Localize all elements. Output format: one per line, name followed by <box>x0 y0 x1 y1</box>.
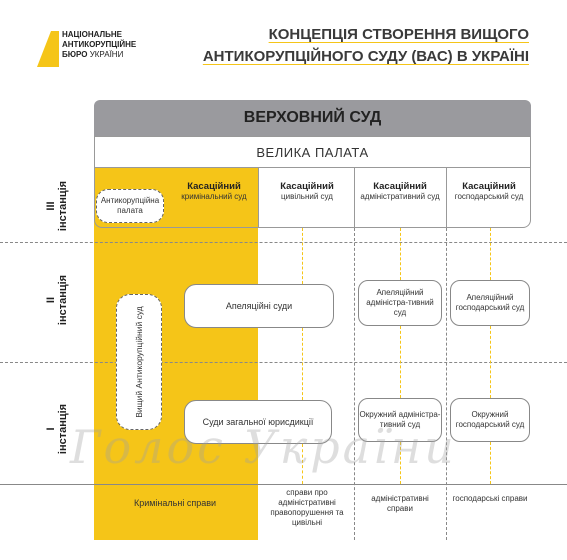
instance-separator <box>0 362 567 363</box>
district-commercial-court: Окружний господарський суд <box>450 398 530 442</box>
connector-line <box>400 228 401 280</box>
page-title: КОНЦЕПЦІЯ СТВОРЕННЯ ВИЩОГО АНТИКОРУПЦІЙН… <box>203 24 529 68</box>
column-separator <box>354 228 355 540</box>
appeal-admin-court: Апеляційний адміністра-тивний суд <box>358 280 442 326</box>
general-jurisdiction-courts: Суди загальної юрисдикції <box>184 400 332 444</box>
cassation-civil: Касаційний цивільний суд <box>262 182 352 202</box>
cassation-criminal-title: Касаційний <box>187 181 241 192</box>
cassation-commercial-title: Касаційний <box>462 181 516 192</box>
connector-line <box>400 442 401 484</box>
appeal-commercial-court: Апеляційний господарський суд <box>450 280 530 326</box>
title-line-1: КОНЦЕПЦІЯ СТВОРЕННЯ ВИЩОГО <box>268 26 529 43</box>
cassation-row <box>94 168 531 228</box>
logo-line-1: НАЦІОНАЛЬНЕ <box>62 30 122 39</box>
instance-label-second: II інстанція <box>45 274 69 326</box>
connector-line <box>302 444 303 484</box>
connector-line <box>302 328 303 400</box>
connector-line <box>302 228 303 284</box>
anticorruption-chamber-label: Антикорупційна палата <box>100 196 160 215</box>
appeal-courts-general: Апеляційні суди <box>184 284 334 328</box>
case-type-admin: адміністративні справи <box>371 494 429 513</box>
title-line-2: АНТИКОРУПЦІЙНОГО СУДУ (ВАС) В УКРАЇНІ <box>202 48 529 65</box>
logo-line-2: АНТИКОРУПЦІЙНЕ <box>62 40 137 49</box>
case-type-criminal: Кримінальні справи <box>133 498 217 508</box>
instance-separator <box>0 242 567 243</box>
cassation-divider <box>446 168 447 228</box>
cassation-commercial-sub: господарський суд <box>454 192 524 201</box>
column-separator <box>446 228 447 540</box>
cassation-admin-title: Касаційний <box>373 181 427 192</box>
cassation-criminal: Касаційний кримінальний суд <box>172 182 256 202</box>
connector-line <box>490 442 491 484</box>
logo-text: НАЦІОНАЛЬНЕ АНТИКОРУПЦІЙНЕ БЮРО УКРАЇНИ <box>62 30 136 60</box>
case-type-civil: справи про адміністративні правопорушенн… <box>270 488 344 527</box>
connector-line <box>490 228 491 280</box>
logo-line-3: БЮРО УКРАЇНИ <box>62 50 124 59</box>
cassation-civil-title: Касаційний <box>280 181 334 192</box>
baseline-separator <box>0 484 567 485</box>
connector-line <box>400 326 401 398</box>
higher-anticorruption-court-label: Вищий Антикорупційний суд <box>134 306 145 418</box>
cassation-divider <box>354 168 355 228</box>
cassation-divider <box>258 168 259 228</box>
cassation-commercial: Касаційний господарський суд <box>448 182 530 202</box>
higher-anticorruption-court: Вищий Антикорупційний суд <box>116 294 162 430</box>
watermark: Голос України <box>70 420 457 474</box>
anticorruption-chamber: Антикорупційна палата <box>96 189 164 223</box>
connector-line <box>490 326 491 398</box>
cassation-admin: Касаційний адміністративний суд <box>356 182 444 202</box>
case-type-commercial: господарські справи <box>452 494 528 503</box>
district-admin-court: Окружний адміністра-тивний суд <box>358 398 442 442</box>
grand-chamber: ВЕЛИКА ПАЛАТА <box>94 136 531 168</box>
instance-label-first: I інстанція <box>45 403 69 455</box>
cassation-admin-sub: адміністративний суд <box>360 192 440 201</box>
instance-label-third: III інстанція <box>45 180 69 232</box>
cassation-civil-sub: цивільний суд <box>281 192 333 201</box>
supreme-court-header: ВЕРХОВНИЙ СУД <box>94 100 531 136</box>
nabu-logo-icon <box>37 31 59 67</box>
cassation-criminal-sub: кримінальний суд <box>181 192 247 201</box>
